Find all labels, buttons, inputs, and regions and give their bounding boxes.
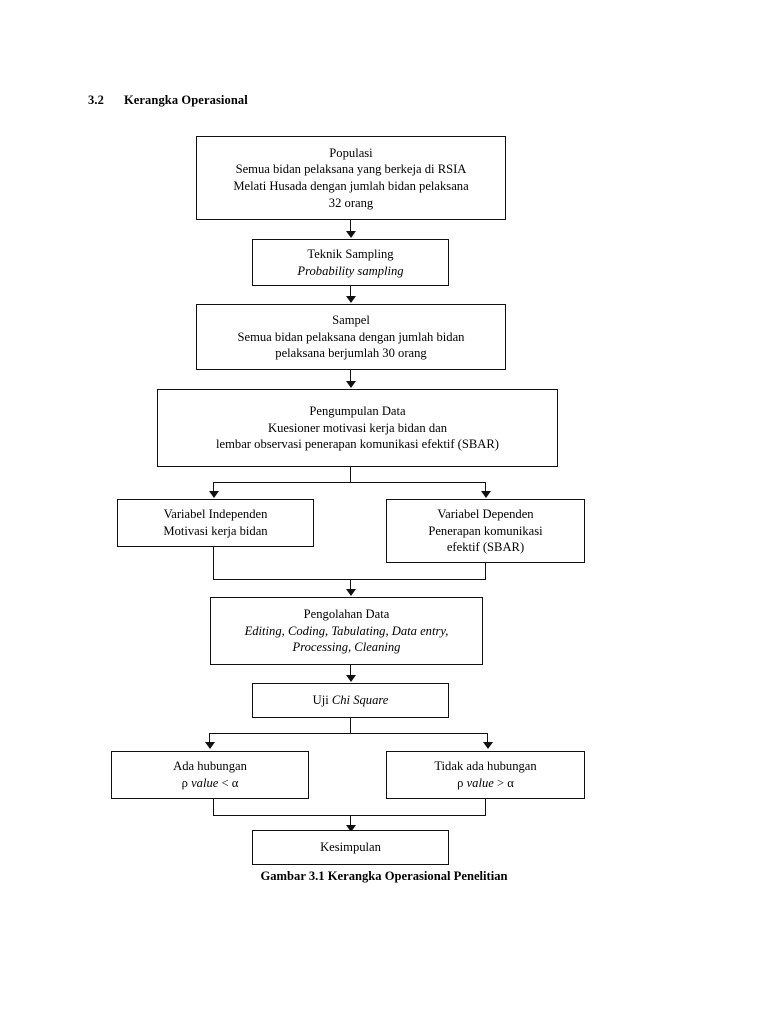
connector-merge-bar [213, 579, 485, 581]
connector-pengolahan-uji [350, 665, 352, 677]
figure-caption: Gambar 3.1 Kerangka Operasional Peneliti… [260, 869, 508, 883]
populasi-line-2: Semua bidan pelaksana yang berkeja di RS… [235, 162, 467, 177]
arrow-sampel-pengumpulan [345, 381, 356, 388]
sampel-line-2: Semua bidan pelaksana dengan jumlah bida… [237, 329, 465, 344]
populasi-line-3: Melati Husada dengan jumlah bidan pelaks… [233, 179, 469, 193]
arrow-to-kesimpulan [345, 825, 356, 832]
connector-uji-left-drop [209, 733, 211, 744]
sampel-line-3: pelaksana berjumlah 30 orang [275, 346, 427, 361]
connector-split-stem [350, 467, 352, 483]
node-uji-chi-square: Uji Chi Square [252, 683, 449, 718]
teknik-sampling-line-1: Teknik Sampling [307, 246, 394, 261]
node-tidak-ada-hubungan: Tidak ada hubungan ρ value > α [386, 751, 585, 799]
ada-hubungan-line-1: Ada hubungan [173, 759, 247, 774]
arrow-to-tidak-ada-hubungan [482, 742, 493, 749]
tidak-ada-hubungan-line-2: ρ value > α [457, 775, 514, 792]
node-variabel-dependen: Variabel Dependen Penerapan komunikasi e… [386, 499, 585, 563]
variabel-independen-line-1: Variabel Independen [163, 507, 268, 522]
populasi-line-4: 32 orang [328, 195, 374, 210]
uji-plain: Uji [312, 693, 332, 708]
ada-hubungan-value: value [191, 776, 219, 790]
arrow-to-variabel-dependen [480, 491, 491, 498]
connector-populasi-teknik [350, 220, 352, 233]
arrow-pengolahan-uji [345, 675, 356, 682]
arrow-to-pengolahan-data [345, 589, 356, 596]
tidak-ada-hubungan-value: value [466, 776, 494, 790]
connector-outcome-right-drop [485, 799, 487, 816]
arrow-to-ada-hubungan [204, 742, 215, 749]
node-kesimpulan: Kesimpulan [252, 830, 449, 865]
ada-hubungan-rho: ρ [181, 776, 192, 790]
tidak-ada-hubungan-rho: ρ [457, 776, 467, 790]
sampel-line-1: Sampel [332, 313, 370, 328]
populasi-line-1: Populasi [329, 145, 373, 160]
node-teknik-sampling: Teknik Sampling Probability sampling [252, 239, 449, 286]
tidak-ada-hubungan-line-1: Tidak ada hubungan [434, 759, 537, 774]
variabel-dependen-line-2: Penerapan komunikasi [428, 523, 543, 538]
node-populasi: Populasi Semua bidan pelaksana yang berk… [196, 136, 506, 220]
connector-uji-right-drop [487, 733, 489, 744]
tidak-ada-hubungan-operator: > α [493, 776, 514, 790]
variabel-dependen-line-1: Variabel Dependen [437, 507, 534, 522]
connector-sampel-pengumpulan [350, 370, 352, 383]
ada-hubungan-line-2: ρ value < α [182, 775, 239, 792]
section-number: 3.2 [88, 93, 104, 107]
connector-outcome-stem [350, 815, 352, 827]
variabel-dependen-line-3: efektif (SBAR) [446, 540, 525, 555]
arrow-populasi-teknik [345, 231, 356, 238]
pengumpulan-line-1: Pengumpulan Data [309, 404, 406, 419]
connector-split-left-drop [213, 482, 215, 493]
node-variabel-independen: Variabel Independen Motivasi kerja bidan [117, 499, 314, 547]
connector-uji-split-bar [209, 733, 487, 735]
connector-uji-split-stem [350, 718, 352, 734]
connector-merge-stem [350, 579, 352, 591]
pengolahan-line-3: Processing, Cleaning [292, 640, 401, 655]
pengumpulan-line-3: lembar observasi penerapan komunikasi ef… [216, 437, 499, 452]
uji-italic: Chi Square [331, 693, 389, 708]
connector-outcome-left-drop [213, 799, 215, 816]
arrow-to-variabel-independen [208, 491, 219, 498]
arrow-teknik-sampel [345, 296, 356, 303]
node-sampel: Sampel Semua bidan pelaksana dengan juml… [196, 304, 506, 370]
pengolahan-line-2: Editing, Coding, Tabulating, Data entry, [244, 623, 449, 638]
node-pengumpulan-data: Pengumpulan Data Kuesioner motivasi kerj… [157, 389, 558, 467]
teknik-sampling-line-2: Probability sampling [297, 263, 404, 278]
pengumpulan-line-2: Kuesioner motivasi kerja bidan dan [267, 420, 448, 435]
variabel-independen-line-2: Motivasi kerja bidan [163, 524, 268, 538]
node-pengolahan-data: Pengolahan Data Editing, Coding, Tabulat… [210, 597, 483, 665]
connector-teknik-sampel [350, 286, 352, 298]
kesimpulan-line-1: Kesimpulan [320, 840, 381, 855]
connector-split-right-drop [485, 482, 487, 493]
uji-chi-square-label: Uji Chi Square [313, 692, 389, 709]
connector-merge-right-drop [485, 563, 487, 580]
section-heading: 3.2 Kerangka Operasional [88, 93, 248, 108]
node-ada-hubungan: Ada hubungan ρ value < α [111, 751, 309, 799]
connector-outcome-bar [213, 815, 485, 817]
section-title: Kerangka Operasional [123, 93, 248, 107]
connector-merge-left-drop [213, 547, 215, 580]
pengolahan-line-1: Pengolahan Data [303, 607, 390, 622]
ada-hubungan-operator: < α [218, 776, 239, 790]
connector-split-bar [213, 482, 485, 484]
